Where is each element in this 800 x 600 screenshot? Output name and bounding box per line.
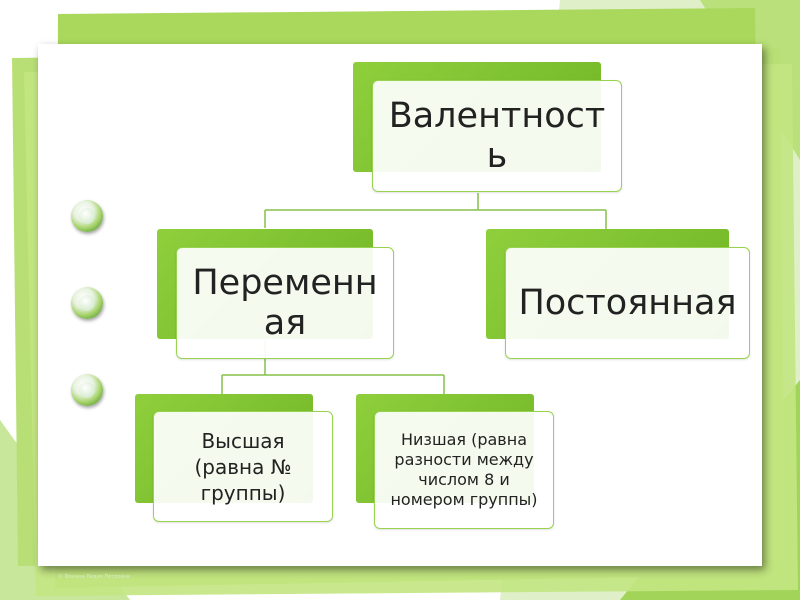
bullet-icon (71, 200, 103, 232)
node-variable-label: Переменная (187, 263, 383, 343)
node-lower-label: Низшая (равна разности между числом 8 и … (386, 430, 542, 510)
bullet-icon (71, 287, 103, 319)
node-valence-label: Валентность (383, 96, 611, 176)
node-higher-label: Высшая (равна № группы) (180, 428, 306, 506)
copyright-text: © Фокина Лидия Петровна (58, 574, 130, 580)
bullet-icon (71, 374, 103, 406)
node-constant-label: Постоянная (514, 283, 742, 323)
